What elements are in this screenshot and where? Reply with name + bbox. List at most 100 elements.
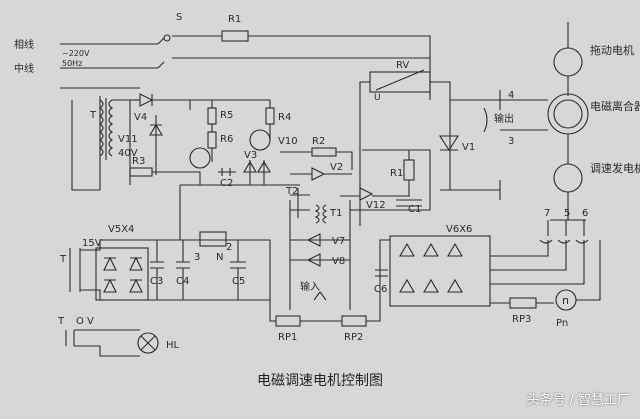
transistor-v10 xyxy=(249,129,271,151)
resistor-r3a xyxy=(129,167,153,177)
label-node-6: 6 xyxy=(582,208,588,219)
label-v8: V8 xyxy=(332,256,345,267)
resistor-r1-top xyxy=(221,30,249,42)
label-v3: V3 xyxy=(244,150,257,161)
capacitor-c1 xyxy=(396,199,422,207)
label-n: N xyxy=(216,252,223,263)
label-switch-s: S xyxy=(176,12,182,23)
label-rp3: RP3 xyxy=(512,314,531,325)
label-r2: R2 xyxy=(312,136,325,147)
drag-motor-symbol xyxy=(553,47,583,77)
label-em-clutch: 电磁离合器 xyxy=(590,99,640,113)
diode-v11 xyxy=(149,123,163,136)
diode-v3 xyxy=(243,160,257,185)
label-v7: V7 xyxy=(332,236,345,247)
label-r5: R5 xyxy=(220,110,233,121)
label-40v: 40V xyxy=(118,148,138,159)
label-15v: 15V xyxy=(82,238,102,249)
regulator-n xyxy=(199,231,227,247)
resistor-r4 xyxy=(265,107,275,125)
transformer-t1 xyxy=(314,204,320,224)
diagram-title: 电磁调速电机控制图 xyxy=(257,373,383,389)
transformer-t-low xyxy=(69,248,81,292)
label-t1: T1 xyxy=(329,208,342,219)
label-r4: R4 xyxy=(278,112,291,123)
lamp-hl xyxy=(137,332,159,354)
diode-v4 xyxy=(139,93,154,107)
capacitor-c6 xyxy=(375,269,388,277)
label-node-5: 5 xyxy=(564,208,570,219)
diode-v6d xyxy=(399,278,415,293)
label-t-lamp: T xyxy=(57,316,65,327)
label-n-circle: n xyxy=(562,294,569,307)
label-input: 输入 xyxy=(300,280,320,293)
label-output: 输出 xyxy=(494,112,514,125)
watermark: 头条号 / 智慧工厂 xyxy=(526,393,630,408)
potentiometer-rp2 xyxy=(341,315,367,327)
capacitor-c3 xyxy=(150,261,164,269)
label-rv: RV xyxy=(396,60,409,71)
diode-v5a xyxy=(103,256,117,271)
diode-v2 xyxy=(311,167,326,181)
label-c1: C1 xyxy=(408,204,421,215)
label-u: U xyxy=(374,93,381,103)
label-node-3: 3 xyxy=(508,136,514,147)
label-frequency: 50Hz xyxy=(62,59,82,68)
transformer-t2 xyxy=(290,194,310,211)
label-c6: C6 xyxy=(374,284,387,295)
label-v4: V4 xyxy=(134,112,147,123)
diode-v1 xyxy=(438,135,460,152)
label-rp1: RP1 xyxy=(278,332,297,343)
label-node-7: 7 xyxy=(544,208,550,219)
capacitor-c2 xyxy=(218,168,236,176)
diode-v6e xyxy=(423,278,439,293)
potentiometer-rp3 xyxy=(509,297,537,309)
label-c2: C2 xyxy=(220,178,233,189)
label-v5x4: V5X4 xyxy=(108,224,134,235)
resistor-r2 xyxy=(311,147,337,157)
diode-v5c xyxy=(103,278,117,293)
potentiometer-rp1 xyxy=(275,315,301,327)
resistor-r5 xyxy=(207,107,217,125)
label-rp2: RP2 xyxy=(344,332,363,343)
transistor-q1 xyxy=(189,147,211,169)
label-drag-motor: 拖动电机 xyxy=(590,43,634,57)
transformer-t-lamp xyxy=(65,330,75,346)
resistor-r1b xyxy=(403,159,415,181)
capacitor-c4 xyxy=(176,261,190,269)
label-phase: 相线 xyxy=(14,38,34,51)
label-node-4: 4 xyxy=(508,90,514,101)
diode-v5b xyxy=(129,256,143,271)
diode-v6b xyxy=(423,242,439,257)
label-c5: C5 xyxy=(232,276,245,287)
diode-v12 xyxy=(359,187,374,201)
label-voltage: ~220V xyxy=(62,49,90,58)
label-ov: O V xyxy=(76,316,94,327)
label-v2: V2 xyxy=(330,162,343,173)
label-v12: V12 xyxy=(366,200,386,211)
label-v11: V11 xyxy=(118,134,138,145)
resistor-r6 xyxy=(207,131,217,149)
capacitor-c5 xyxy=(230,261,246,269)
diode-v6f xyxy=(447,278,463,293)
diode-v5d xyxy=(129,278,143,293)
label-node-3b: 3 xyxy=(194,252,200,263)
label-t-low: T xyxy=(59,254,67,265)
label-pn: Pn xyxy=(556,318,568,329)
label-hl: HL xyxy=(166,340,180,351)
label-v10: V10 xyxy=(278,136,298,147)
label-t-main: T xyxy=(89,110,97,121)
label-r6: R6 xyxy=(220,134,233,145)
label-v6x6: V6X6 xyxy=(446,224,472,235)
label-r1-top: R1 xyxy=(228,14,241,25)
label-c4: C4 xyxy=(176,276,189,287)
switch-s xyxy=(163,34,171,42)
label-neutral: 中线 xyxy=(14,62,34,75)
label-v1: V1 xyxy=(462,142,475,153)
label-node-2: 2 xyxy=(226,242,232,253)
diode-v6c xyxy=(447,242,463,257)
label-tacho-generator: 调速发电机 xyxy=(590,161,640,175)
label-t2: T2 xyxy=(285,186,298,197)
